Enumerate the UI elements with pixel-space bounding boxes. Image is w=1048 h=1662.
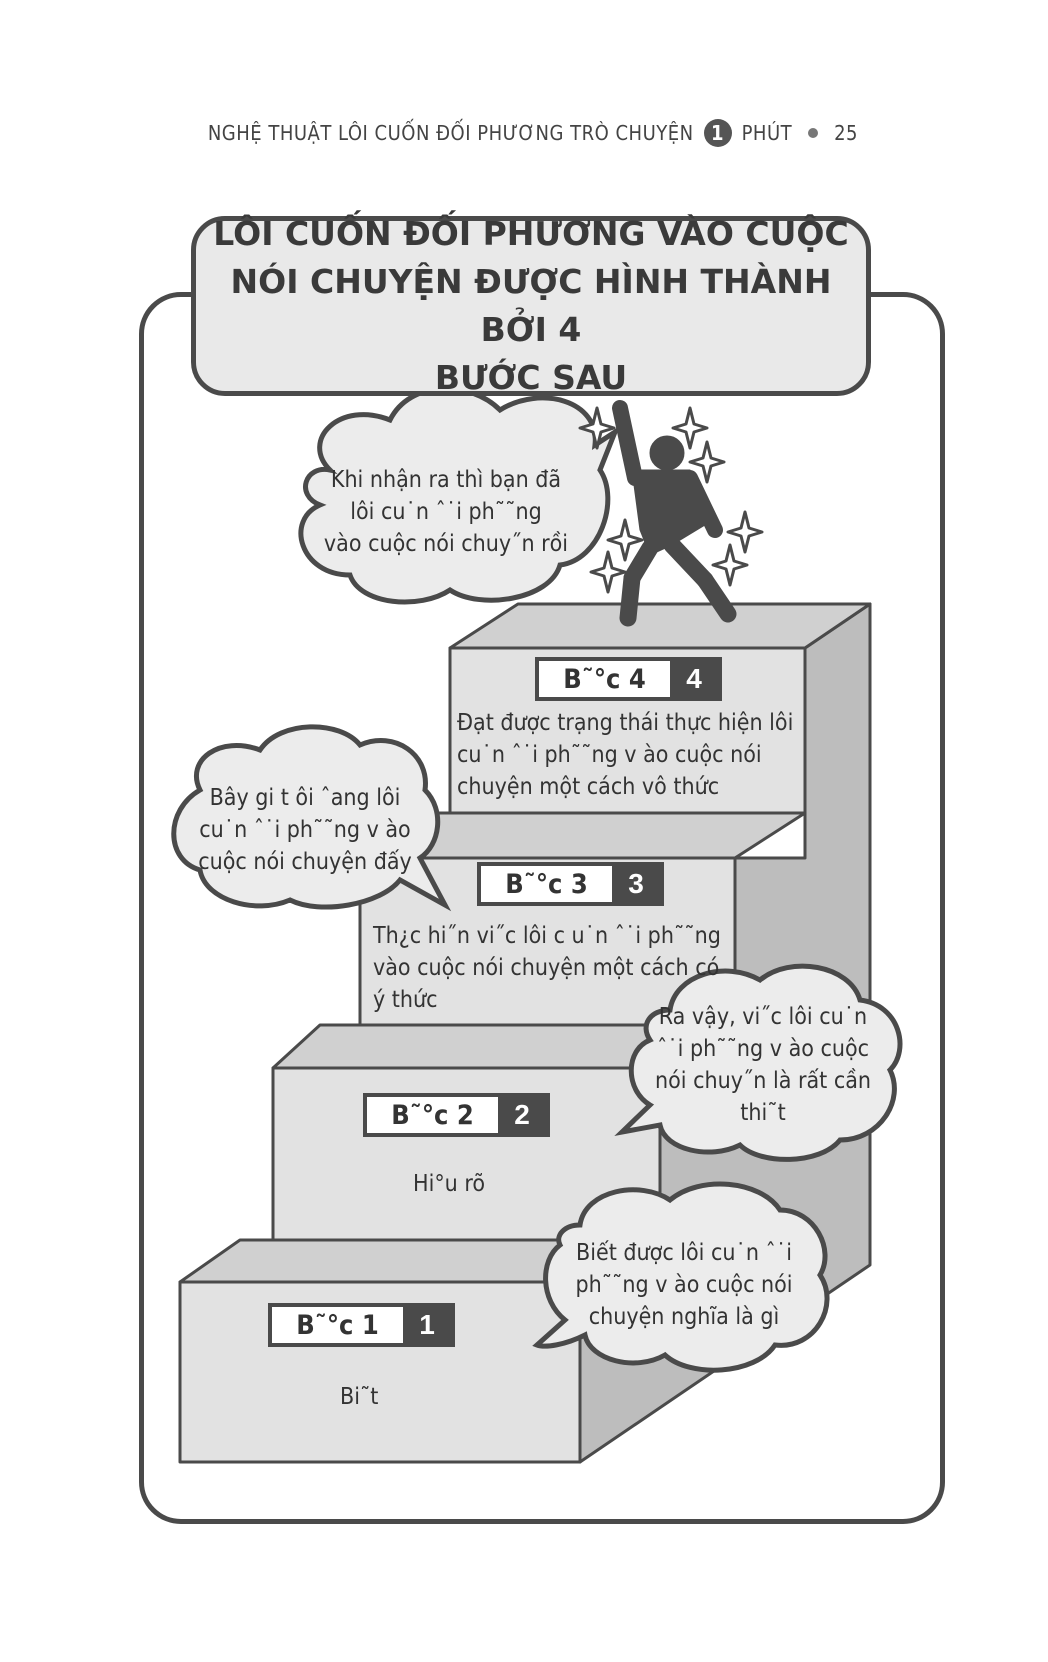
sparkle-icon <box>726 510 764 554</box>
step-2-description: Hi°u rõ <box>413 1171 485 1197</box>
step-4-name: B˜°c 4 <box>563 663 646 695</box>
bubble-top-text: Khi nhận ra thì bạn đã lôi cu˙n ˆ˙i ph˜˜… <box>323 467 569 557</box>
step-4-front <box>448 646 807 815</box>
sparkle-icon <box>711 543 749 587</box>
speech-bubble-top <box>298 386 621 605</box>
step-4-number: 4 <box>670 661 718 697</box>
title-number-circle: 1 <box>703 119 732 147</box>
sparkle-icon <box>688 440 726 484</box>
step-4-label: B˜°c 4 4 <box>535 657 722 701</box>
book-title: NGHỆ THUẬT LÔI CUỐN ĐỐI PHƯƠNG TRÒ CHUYỆ… <box>207 121 694 145</box>
step-3-description: Th¿c hi˝n vi˝c lôi c u˙n ˆ˙i ph˜˜ng vào … <box>373 923 721 1013</box>
step-2-number: 2 <box>498 1097 546 1133</box>
sparkle-icon <box>606 518 644 562</box>
bubble-left-text: Bây gi t ôi ˆang lôi cu˙n ˆ˙i ph˜˜ng v à… <box>198 785 412 875</box>
page-number: 25 <box>834 121 858 145</box>
step-1-name: B˜°c 1 <box>296 1309 379 1341</box>
speech-bubble-left <box>171 724 452 912</box>
step-1-number: 1 <box>403 1307 451 1343</box>
speech-bubble-right-bottom <box>532 1181 830 1373</box>
step-2-name: B˜°c 2 <box>391 1099 474 1131</box>
diagram-title: LÔI CUỐN ĐỐI PHƯƠNG VÀO CUỘC NÓI CHUYỆN … <box>213 214 849 397</box>
step-3-name: B˜°c 3 <box>505 868 588 900</box>
step-4-description: Đạt được trạng thái thực hiện lôi cu˙n ˆ… <box>457 710 794 800</box>
separator-dot <box>808 128 819 138</box>
sparkle-icon <box>578 406 616 450</box>
sparkle-icon <box>589 550 627 594</box>
diagram-title-box: LÔI CUỐN ĐỐI PHƯƠNG VÀO CUỘC NÓI CHUYỆN … <box>191 214 871 397</box>
speech-bubble-right-middle <box>614 963 903 1162</box>
celebrating-person-figure <box>612 400 737 627</box>
bubble-right-bottom-text: Biết được lôi cu˙n ˆ˙i ph˜˜ng v ào cuộc … <box>575 1240 793 1330</box>
step-1-label: B˜°c 1 1 <box>268 1303 455 1347</box>
step-2-label: B˜°c 2 2 <box>363 1093 550 1137</box>
step-4-top <box>448 602 872 650</box>
page-header: NGHỆ THUẬT LÔI CUỐN ĐỐI PHƯƠNG TRÒ CHUYỆ… <box>208 118 858 148</box>
step-3-number: 3 <box>612 866 660 902</box>
book-title-suffix: PHÚT <box>741 121 793 145</box>
step-1-description: Bi˜t <box>340 1384 379 1410</box>
bubble-right-middle-text: Ra vậy, vi˝c lôi cu˙n ˆ˙i ph˜˜ng v ào cu… <box>654 1004 871 1126</box>
sparkle-icons <box>578 406 764 594</box>
step-3-label: B˜°c 3 3 <box>477 862 664 906</box>
sparkle-icon <box>671 406 709 450</box>
